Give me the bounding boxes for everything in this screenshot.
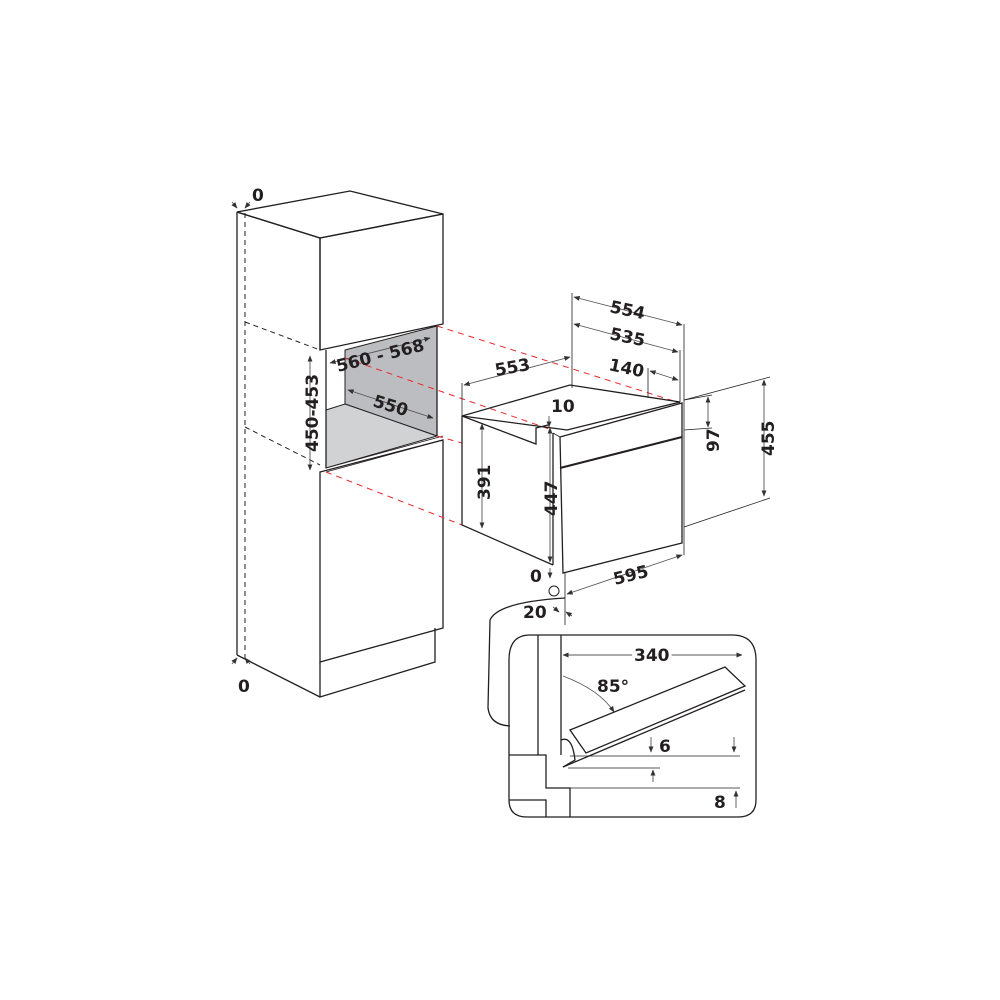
gap-top-label: 6 [659, 737, 671, 757]
door-angle-label: 85° [597, 677, 629, 697]
oven-bottom-gap-label: 0 [530, 567, 542, 587]
door-length-label: 340 [634, 646, 670, 666]
niche-height-label: 450-453 [303, 374, 323, 452]
oven-front-height-label: 447 [542, 481, 562, 517]
oven-depth-front-label: 535 [608, 324, 647, 351]
gap-bottom-label: 8 [714, 793, 726, 813]
control-depth-label: 140 [607, 355, 646, 382]
front-offset-label: 20 [523, 603, 547, 623]
cabinet-top-gap-label: 0 [252, 186, 264, 206]
oven [461, 384, 683, 574]
oven-body-depth-label: 553 [493, 355, 531, 381]
oven-body-height-label: 391 [475, 465, 495, 501]
oven-width-label: 595 [611, 562, 650, 590]
step-label: 10 [551, 397, 575, 417]
alignment-guides [325, 325, 681, 526]
tall-cabinet [236, 190, 444, 698]
total-height-label: 455 [759, 421, 779, 457]
door-detail: 340 85° 6 8 [487, 597, 757, 818]
oven-dimensions: 554 535 140 553 10 391 447 97 455 595 0 … [461, 293, 779, 625]
control-height-label: 97 [704, 428, 724, 452]
oven-depth-total-label: 554 [608, 297, 647, 324]
cabinet-bottom-gap-label: 0 [238, 677, 250, 697]
